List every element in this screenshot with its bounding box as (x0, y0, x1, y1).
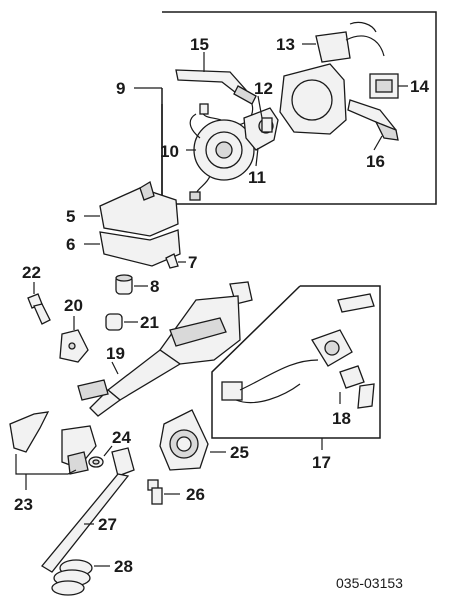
small-bushing (105, 313, 138, 331)
label-part-17: 17 (312, 453, 331, 472)
mounting-bracket (59, 316, 89, 363)
switch-body (243, 95, 279, 167)
label-part-10: 10 (160, 142, 179, 161)
lower-column-cover (84, 229, 181, 267)
label-part-8: 8 (150, 277, 159, 296)
ignition-harness (221, 293, 375, 409)
cover-clip (165, 253, 186, 269)
upper-column-cover (84, 181, 179, 237)
dust-boot (51, 559, 110, 596)
label-part-22: 22 (22, 263, 41, 282)
hole-cover-plate (159, 409, 226, 471)
label-part-9: 9 (116, 79, 125, 98)
light-switch-stalk (175, 52, 257, 126)
label-part-14: 14 (410, 77, 429, 96)
column-washer (88, 445, 113, 468)
label-part-25: 25 (230, 443, 249, 462)
column-bushing (115, 274, 148, 295)
column-bolt (27, 282, 51, 325)
label-part-12: 12 (254, 79, 273, 98)
ignition-switch-group-box (211, 285, 381, 450)
label-part-19: 19 (106, 344, 125, 363)
label-part-20: 20 (64, 296, 83, 315)
label-part-6: 6 (66, 235, 75, 254)
label-part-16: 16 (366, 152, 385, 171)
reference-code: 035-03153 (336, 575, 403, 591)
label-part-15: 15 (190, 35, 209, 54)
steering-column-assembly (77, 281, 253, 417)
label-part-21: 21 (140, 313, 159, 332)
lower-column-bracket (9, 411, 97, 490)
label-part-5: 5 (66, 207, 75, 226)
label-part-7: 7 (188, 253, 197, 272)
plate-bolt (147, 479, 180, 505)
label-part-27: 27 (98, 515, 117, 534)
label-part-24: 24 (112, 428, 131, 447)
wiper-switch-stalk (347, 99, 399, 151)
label-part-26: 26 (186, 485, 205, 504)
combination-switch-group-box (134, 11, 437, 205)
label-part-18: 18 (332, 409, 351, 428)
label-part-13: 13 (276, 35, 295, 54)
label-part-23: 23 (14, 495, 33, 514)
switch-housing (279, 21, 385, 135)
switch-connector (369, 73, 408, 99)
label-part-11: 11 (248, 168, 266, 187)
label-part-28: 28 (114, 557, 133, 576)
intermediate-shaft (41, 447, 135, 573)
spiral-cable (186, 113, 255, 201)
